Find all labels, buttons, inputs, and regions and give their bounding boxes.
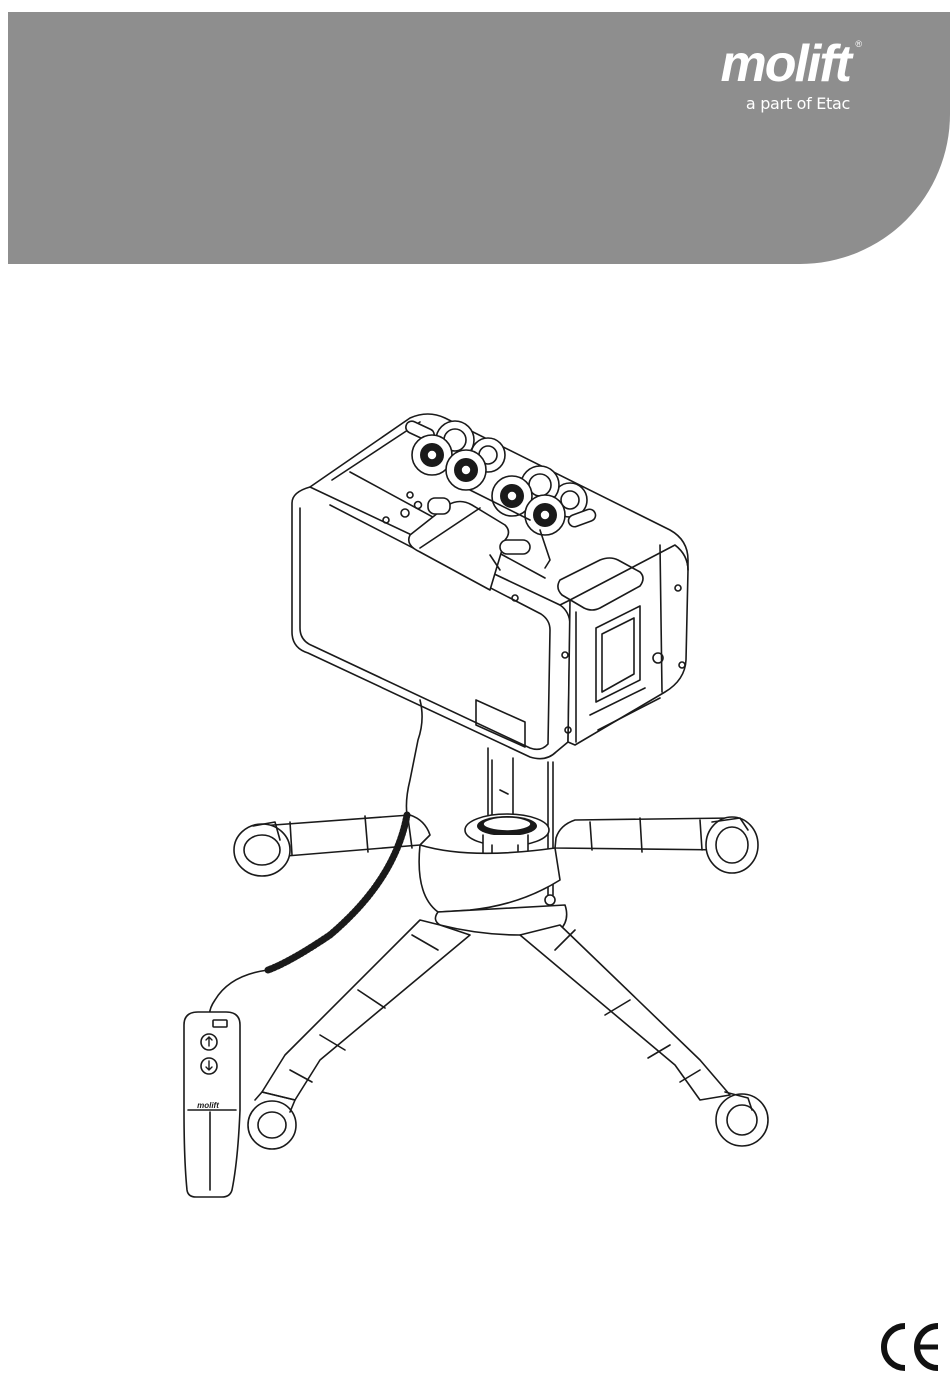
remote-brand-label: molift xyxy=(197,1101,219,1110)
base-frame xyxy=(234,815,768,1149)
ce-mark-icon xyxy=(878,1322,942,1372)
